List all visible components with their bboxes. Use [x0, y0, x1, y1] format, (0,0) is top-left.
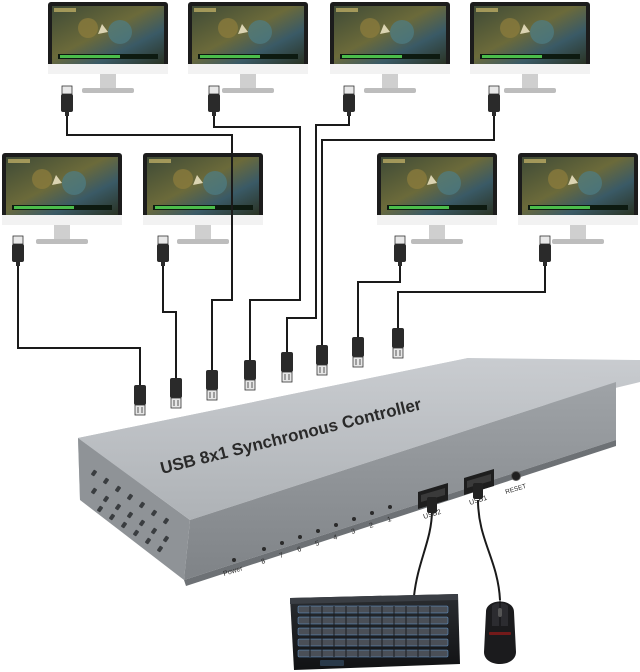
port-number: 3 — [351, 528, 357, 536]
port-number: 5 — [315, 540, 321, 548]
usb1-port[interactable] — [464, 469, 494, 495]
monitor-icon — [2, 153, 122, 244]
usb-plug-icon — [156, 235, 170, 267]
usb-plug-icon — [351, 336, 365, 368]
usb-plug-icon — [427, 497, 437, 513]
port-leds — [262, 505, 392, 551]
power-led — [232, 558, 236, 562]
usb-plug-icon — [11, 235, 25, 267]
usb-plug-icon — [60, 85, 74, 117]
usb-plug-icon — [243, 359, 257, 391]
monitor-icon — [518, 153, 638, 244]
usb-plug-icon — [133, 384, 147, 416]
port-number: 8 — [261, 558, 267, 566]
usb-cables — [17, 107, 546, 601]
monitor-icon — [330, 2, 450, 93]
usb-controller-device: USB 8x1 Synchronous Controller USB2 USB1… — [78, 358, 640, 586]
monitor-icon — [377, 153, 497, 244]
monitor-icon — [48, 2, 168, 93]
usb-plug-icon — [315, 344, 329, 376]
monitor-icon — [143, 153, 263, 244]
port-number: 4 — [333, 534, 339, 542]
mouse-icon — [484, 600, 516, 664]
usb-plug-icon — [538, 235, 552, 267]
usb-plug-icon — [205, 369, 219, 401]
usb-plug-icon — [207, 85, 221, 117]
usb2-port[interactable] — [418, 483, 448, 509]
port-number: 2 — [369, 522, 375, 530]
reset-button[interactable] — [511, 471, 521, 481]
vent-slots — [91, 469, 169, 553]
monitor-icon — [470, 2, 590, 93]
usb-plug-icon — [342, 85, 356, 117]
reset-label: RESET — [505, 483, 528, 496]
port-number: 7 — [279, 552, 285, 560]
usb-plug-icon — [391, 327, 405, 359]
monitor-icon — [188, 2, 308, 93]
port-number: 6 — [297, 546, 303, 554]
usb-plug-icon — [169, 377, 183, 409]
port-number: 1 — [387, 516, 393, 524]
usb-plug-icon — [280, 351, 294, 383]
usb-plug-icon — [473, 483, 483, 499]
port-numbers: 8 7 6 5 4 3 2 1 — [261, 516, 393, 566]
keyboard-icon — [290, 594, 460, 670]
usb-plug-icon — [393, 235, 407, 267]
usb-plug-icon — [487, 85, 501, 117]
